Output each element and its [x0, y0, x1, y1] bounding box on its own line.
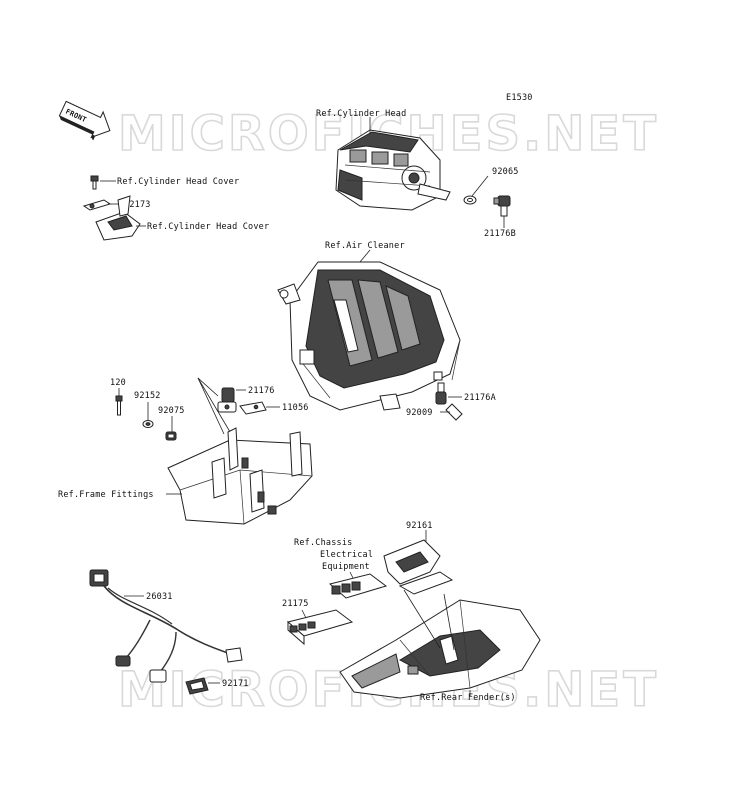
clip-92173 — [82, 199, 112, 211]
rear-fender-illustration — [339, 599, 541, 699]
part-number-21175: 21175 — [282, 599, 309, 609]
bracket-11056 — [239, 401, 267, 415]
part-number-21176A: 21176A — [464, 393, 496, 403]
screw-92009 — [445, 403, 463, 421]
grommet-92075 — [165, 431, 177, 441]
clamp-92171 — [185, 677, 209, 695]
part-number-92173: 92173 — [124, 200, 151, 210]
part-number-92152: 92152 — [134, 391, 161, 401]
sensor-21176A — [435, 382, 447, 405]
part-number-21176: 21176 — [248, 386, 275, 396]
air-cleaner-illustration — [277, 261, 461, 411]
part-number-21176B: 21176B — [484, 229, 516, 239]
label-ref-air-cleaner: Ref.Air Cleaner — [325, 241, 405, 251]
bolt-top-left — [90, 175, 99, 190]
part-number-92065: 92065 — [492, 167, 519, 177]
label-ref-chassis-line2: Electrical — [320, 550, 373, 560]
front-arrow-icon: FRONT — [58, 100, 111, 141]
label-ref-chassis-line1: Ref.Chassis — [294, 538, 353, 548]
connector-chassis — [328, 573, 388, 599]
part-number-120: 120 — [110, 378, 126, 388]
wiring-harness-26031 — [89, 569, 243, 683]
label-ref-cylinder-head-cover-1: Ref.Cylinder Head Cover — [117, 177, 239, 187]
part-number-11056: 11056 — [282, 403, 309, 413]
part-number-26031: 26031 — [146, 592, 173, 602]
bolt-120 — [115, 395, 123, 416]
cylinder-head-illustration — [335, 129, 451, 211]
part-number-92075: 92075 — [158, 406, 185, 416]
grommet-92152 — [142, 420, 154, 428]
leader-ref-air-cleaner — [359, 249, 371, 263]
ecu-21175 — [286, 609, 354, 646]
sensor-21176 — [217, 387, 237, 413]
label-ref-rear-fender: Ref.Rear Fender(s) — [420, 693, 516, 703]
label-ref-cylinder-head-cover-2: Ref.Cylinder Head Cover — [147, 222, 269, 232]
diagram-code: E1530 — [506, 93, 533, 103]
frame-fittings-illustration — [167, 427, 313, 525]
part-number-92009: 92009 — [406, 408, 433, 418]
cover-bracket — [95, 195, 141, 241]
part-number-92171: 92171 — [222, 679, 249, 689]
label-ref-chassis-line3: Equipment — [322, 562, 370, 572]
bracket-92161 — [383, 539, 454, 595]
label-ref-cylinder-head: Ref.Cylinder Head — [316, 109, 406, 119]
sensor-21176B — [493, 195, 511, 217]
part-number-92161: 92161 — [406, 521, 433, 531]
label-ref-frame-fittings: Ref.Frame Fittings — [58, 490, 154, 500]
